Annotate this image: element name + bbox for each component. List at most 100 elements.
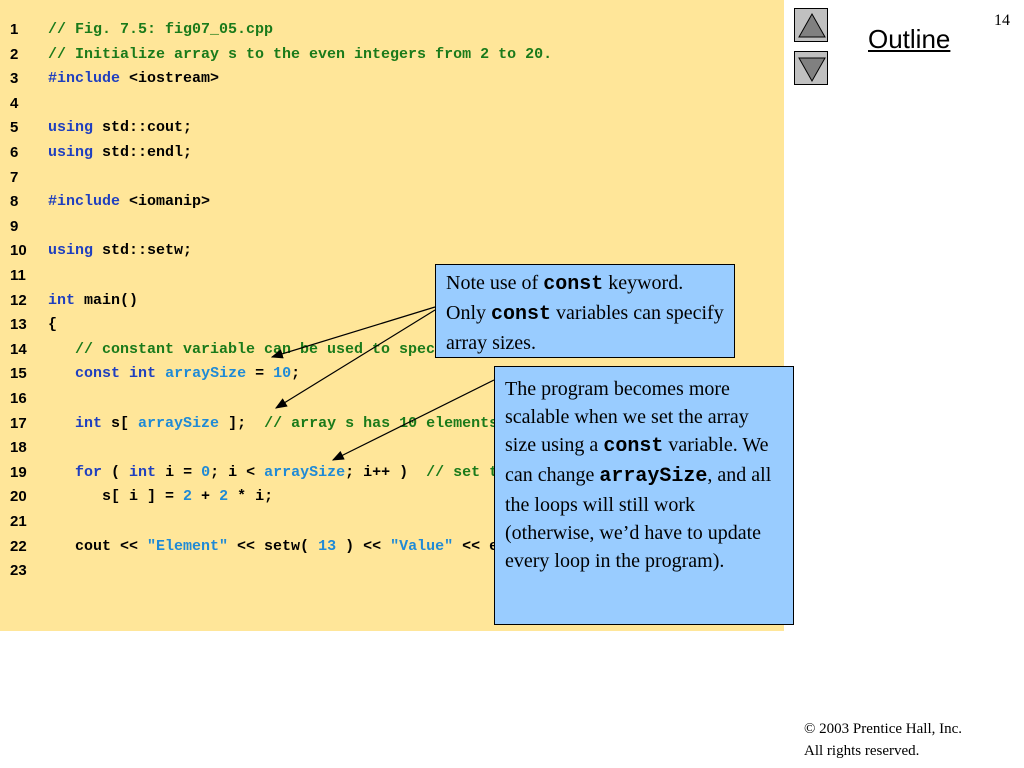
callout-text: , and all the loops will still work (oth… [505,464,772,572]
code-token: << setw( [228,537,319,555]
code-line: 7 [0,166,784,190]
callout-code-term: const [491,303,552,326]
code-line: 21 [0,510,784,534]
code-token: <iomanip> [120,193,211,211]
code-text: #include <iomanip> [48,190,210,214]
code-text: int s[ arraySize ]; // array s has 10 el… [48,412,498,436]
code-line: 11 [0,264,784,288]
code-token: = [246,365,274,383]
arrow-to-loop [331,379,495,461]
code-line: 8 #include <iomanip> [0,190,784,214]
code-line: 6 using std::endl; [0,141,784,165]
line-number: 1 [10,21,19,38]
code-token: s[ i ] = [48,488,184,506]
line-number: 19 [10,463,27,481]
code-token: using [48,144,94,161]
line-number: 5 [10,119,19,137]
code-line: 18 [0,436,784,460]
code-token: 0 [201,463,211,481]
code-token: "Value" [390,537,454,555]
code-token: arraySize [138,414,220,432]
code-token: 10 [273,365,292,383]
callout-text: variables can specify array sizes. [446,302,724,354]
line-number: 22 [10,537,27,555]
code-line: 3 #include <iostream> [0,67,784,91]
previous-slide-button[interactable] [794,8,828,42]
line-number: 15 [10,365,27,383]
code-token: main() [75,291,139,309]
code-token: "Element" [147,537,229,555]
code-token: i = [156,463,202,481]
copyright-notice: © 2003 Prentice Hall, Inc. All rights re… [804,718,962,762]
code-token: 2 [219,488,229,506]
line-number: 7 [10,168,19,186]
line-number: 23 [10,562,27,580]
page-number: 14 [994,12,1010,29]
code-token: ) << [336,537,391,555]
code-text: s[ i ] = 2 + 2 * i; [48,485,273,509]
triangle-up-icon [798,12,826,38]
code-text: #include <iostream> [48,67,219,91]
code-line: 23 [0,559,784,583]
line-number: 8 [10,193,19,211]
code-token: #include [48,193,121,211]
code-token: 2 [183,488,193,506]
code-token: ( [102,463,130,481]
line-number: 11 [10,267,26,284]
code-token: std::endl; [93,144,193,161]
code-token: ; [291,365,301,383]
code-token: const [75,365,121,383]
line-number: 6 [10,144,19,161]
line-number: 4 [10,94,19,112]
copyright-line-1: © 2003 Prentice Hall, Inc. [804,721,963,737]
code-token: s[ [102,414,139,432]
code-line: 1// Fig. 7.5: fig07_05.cpp [0,18,784,42]
code-line: 17 int s[ arraySize ]; // array s has 10… [0,412,784,436]
code-token: // Initialize array s to the even intege… [48,45,553,63]
line-number: 20 [10,488,27,506]
code-token: int [48,291,76,309]
code-token: arraySize [165,365,247,383]
code-text: { [48,313,57,337]
code-line: 22 cout << "Element" << setw( 13 ) << "V… [0,535,784,559]
code-token: cout << [48,537,148,555]
line-number: 21 [10,513,27,530]
code-line: 9 [0,215,784,239]
callout-const-keyword: Note use of const keyword. Only const va… [435,264,735,358]
code-token: ; i++ ) [345,463,427,481]
code-token: ]; [219,414,265,432]
code-token: { [48,316,58,334]
line-number: 17 [10,414,27,432]
callout-code-term: const [543,273,604,296]
callout-scalability: The program becomes more scalable when w… [494,366,794,625]
outline-link[interactable]: Outline [868,24,951,54]
code-token: <iostream> [120,70,220,88]
code-token: arraySize [264,463,346,481]
copyright-line-2: All rights reserved. [804,743,920,759]
callout-text: variable. We can change [505,434,769,486]
callout-text: Note use of [446,272,544,294]
code-token: int [129,365,157,383]
callout-text: The program becomes more scalable when w… [505,378,749,456]
code-token: int [129,463,157,481]
callout-code-term: const [603,435,664,458]
code-token: using [48,242,94,260]
code-token: int [75,414,103,432]
code-line: 13{ [0,313,784,337]
code-line: 4 [0,92,784,116]
line-number: 9 [10,217,19,235]
line-number: 3 [10,70,19,88]
next-slide-button[interactable] [794,51,828,85]
code-token: // array s has 10 elements [264,414,499,432]
code-text: int main() [48,289,138,313]
code-text: const int arraySize = 10; [48,362,300,386]
code-line: 15 const int arraySize = 10; [0,362,784,386]
triangle-down-icon [798,57,826,83]
code-token: using [48,119,94,137]
line-number: 18 [10,439,27,457]
code-token: 13 [318,537,337,555]
line-number: 2 [10,45,19,63]
